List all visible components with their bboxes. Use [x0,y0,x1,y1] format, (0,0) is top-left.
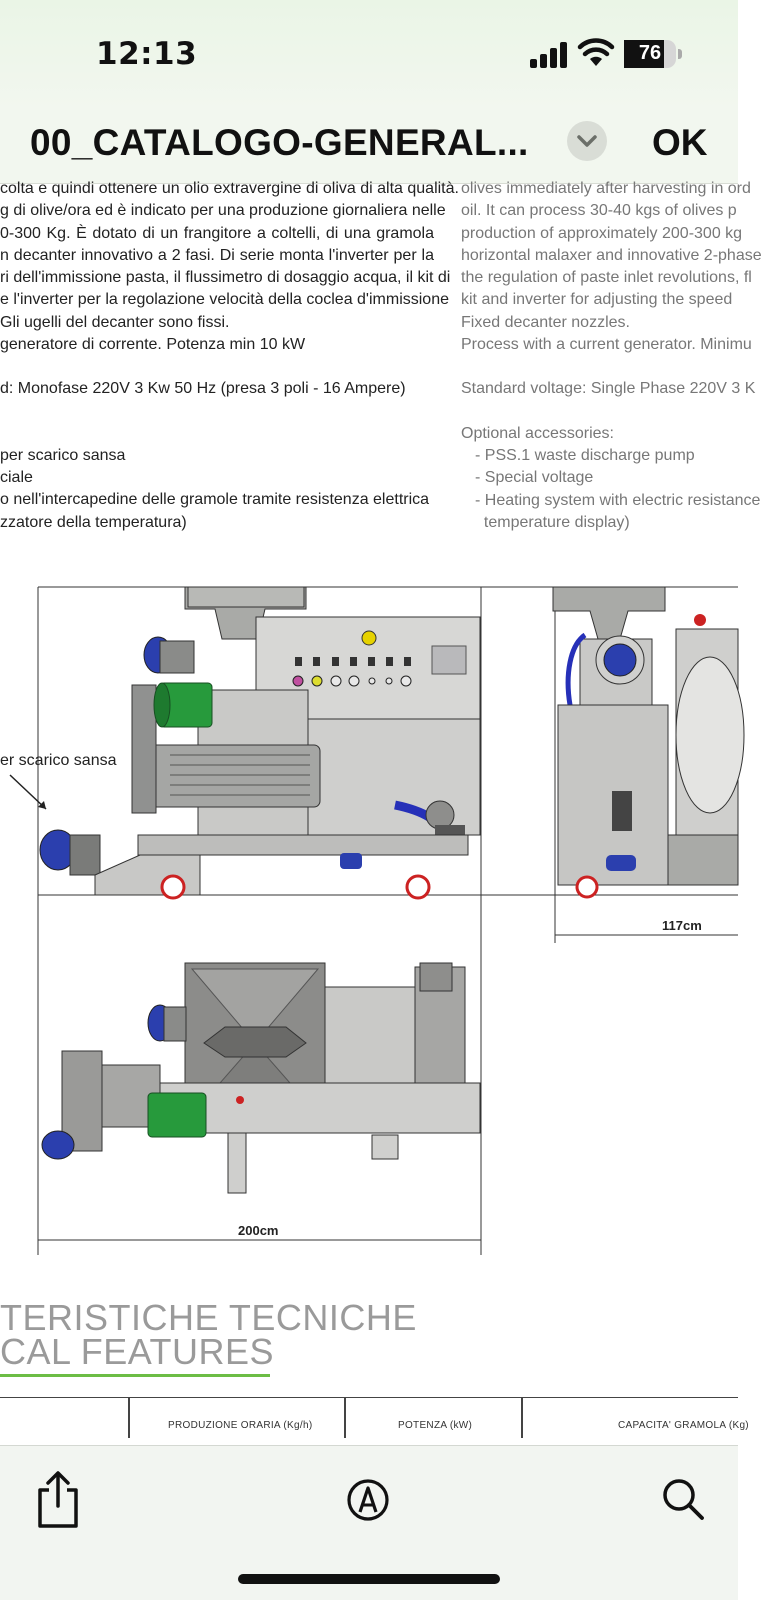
text-line: horizontal malaxer and innovative 2-phas… [461,246,762,264]
text-line: 0-300 Kg. È dotato di un frangitore a co… [0,224,434,242]
text-line: kit and inverter for adjusting the speed [461,291,733,309]
battery-icon: 76 [624,40,676,68]
text-line: e l'inverter per la regolazione velocità… [0,291,449,309]
document-title[interactable]: 00_CATALOGO-GENERAL... [30,122,529,163]
italian-description: colta e quindi ottenere un olio extraver… [0,178,459,534]
table-header: PRODUZIONE ORARIA (Kg/h) [168,1420,313,1431]
title-menu-button[interactable] [567,121,607,161]
option-line: - Special voltage [475,469,594,487]
voltage-line: d: Monofase 220V 3 Kw 50 Hz (presa 3 pol… [0,380,406,398]
text-line: Gli ugelli del decanter sono fissi. [0,313,230,331]
status-bar: 12:13 76 [0,0,738,108]
search-icon[interactable] [660,1476,706,1522]
option-line: temperature display) [475,513,630,531]
text-line: n decanter innovativo a 2 fasi. Di serie… [0,246,434,264]
option-line: ciale [0,468,33,486]
text-line: olives immediately after harvesting in o… [461,180,751,197]
option-line: zzatore della temperatura) [0,513,187,531]
text-line: Process with a current generator. Minimu [461,336,752,354]
callout-label: er scarico sansa [0,752,117,769]
ok-button[interactable]: OK [652,122,708,163]
dimension-length: 200cm [238,1223,278,1238]
voltage-line: Standard voltage: Single Phase 220V 3 K [461,380,756,398]
table-header: POTENZA (kW) [398,1420,473,1431]
dimension-width: 117cm [662,918,702,933]
english-description: olives immediately after harvesting in o… [461,178,762,534]
text-line: production of approximately 200-300 kg [461,224,743,242]
side-view: 117cm [552,586,745,936]
markup-icon[interactable] [346,1478,390,1522]
machine-technical-drawing: er scarico sansa 117cm [0,586,745,1255]
clock: 12:13 [96,36,198,72]
text-line: the regulation of paste inlet revolution… [461,269,752,287]
option-line: per scarico sansa [0,446,126,464]
top-view: 200cm [38,962,481,1241]
features-heading-en: CAL FEATURES [0,1331,275,1372]
text-line: generatore di corrente. Potenza min 10 k… [0,336,306,354]
table-header: CAPACITA' GRAMOLA (Kg) [618,1420,749,1431]
wifi-icon [577,38,615,66]
features-table: PRODUZIONE ORARIA (Kg/h) POTENZA (kW) CA… [0,1397,749,1447]
features-heading-it: TERISTICHE TECNICHE [0,1297,417,1338]
text-line: colta e quindi ottenere un olio extraver… [0,180,459,197]
text-line: g di olive/ora ed è indicato per una pro… [0,202,446,220]
share-icon[interactable] [34,1470,82,1530]
front-view: er scarico sansa [0,586,481,900]
option-line: - PSS.1 waste discharge pump [475,446,695,464]
chevron-down-icon [577,135,597,147]
text-line: Fixed decanter nozzles. [461,313,630,331]
option-line: - Heating system with electric resistanc… [475,491,761,509]
option-line: o nell'intercapedine delle gramole trami… [0,491,430,509]
home-indicator[interactable] [238,1574,500,1584]
document-title-bar: 00_CATALOGO-GENERAL... OK [0,108,738,184]
heading-underline [0,1374,270,1377]
battery-level: 76 [638,42,662,64]
cellular-signal-icon [530,40,568,68]
text-line: oil. It can process 30-40 kgs of olives … [461,202,737,220]
battery-tip [678,49,682,59]
pdf-page[interactable]: colta e quindi ottenere un olio extraver… [0,180,762,1447]
text-line: ri dell'immissione pasta, il flussimetro… [0,269,451,287]
options-title: Optional accessories: [461,424,614,442]
